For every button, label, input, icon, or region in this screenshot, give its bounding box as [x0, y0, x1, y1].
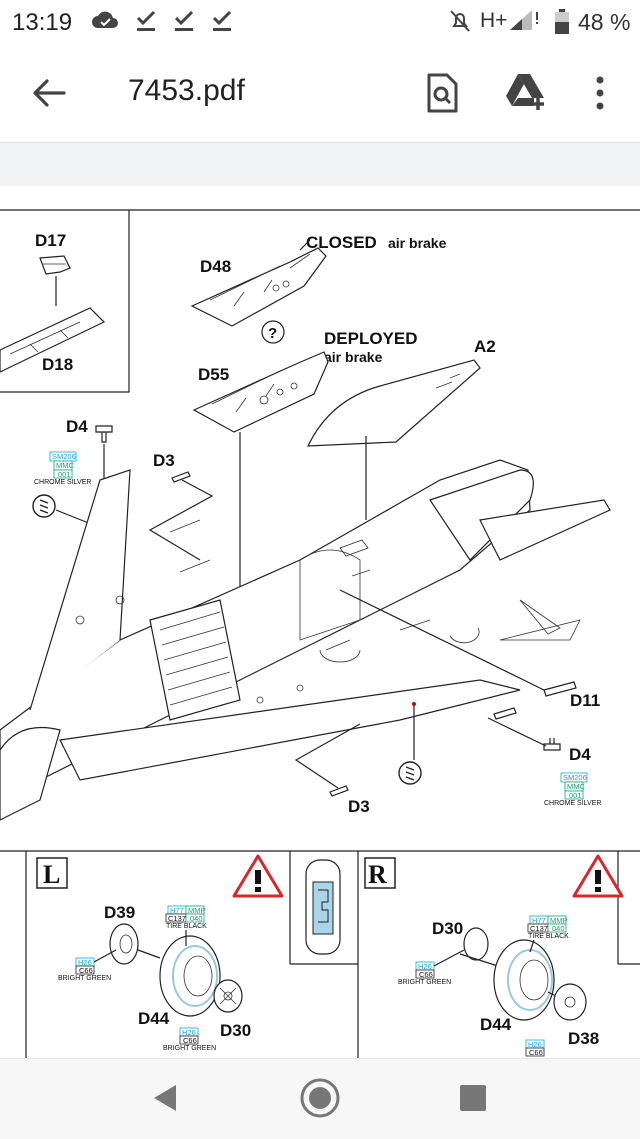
status-bar: 13:19 H+ 48 % — [0, 0, 640, 44]
label-d3-bottom: D3 — [348, 797, 370, 816]
part-d18 — [0, 307, 106, 373]
paint-chip-tire-left: H77 MMP C137 040 TIRE BLACK — [165, 905, 207, 930]
part-d48 — [190, 247, 327, 327]
instruction-drawing: D17 D18 D48 CLOSED air brake ? DEPLOYED … — [0, 209, 640, 1058]
svg-text:H26: H26 — [182, 1028, 196, 1037]
label-d44-left: D44 — [138, 1009, 170, 1028]
side-label-left: L — [43, 860, 60, 889]
paint-chip-chrome-top: SM206 MMC 001 CHROME SILVER — [34, 451, 91, 486]
svg-text:MMP: MMP — [188, 906, 206, 915]
warning-triangle-icon — [232, 854, 284, 898]
svg-text:001: 001 — [569, 791, 582, 800]
warning-triangle-icon — [572, 854, 624, 898]
svg-text:C66: C66 — [79, 966, 93, 975]
svg-text:TIRE BLACK: TIRE BLACK — [166, 923, 207, 930]
download-done-icon — [174, 10, 194, 31]
cloud-check-icon — [92, 11, 118, 28]
nav-back-icon[interactable] — [148, 1081, 180, 1115]
nav-home-icon[interactable] — [299, 1077, 341, 1119]
battery-level: 48 % — [578, 9, 631, 35]
svg-text:air brake: air brake — [324, 349, 383, 365]
sanding-icon-left — [32, 494, 56, 518]
paint-chip-tire-right: H77 MMP C137 040 TIRE BLACK — [527, 915, 569, 940]
svg-text:C137: C137 — [530, 924, 548, 933]
download-done-icon — [136, 10, 156, 31]
strut-detail — [305, 859, 341, 955]
svg-text:BRIGHT GREEN: BRIGHT GREEN — [398, 979, 451, 986]
svg-text:MMP: MMP — [550, 916, 568, 925]
label-a2: A2 — [474, 337, 496, 356]
label-d11: D11 — [570, 691, 600, 710]
left-tire — [159, 935, 221, 1017]
sanding-icon-bottom — [398, 761, 422, 785]
svg-text:TIRE BLACK: TIRE BLACK — [528, 933, 569, 940]
nav-recents-icon[interactable] — [458, 1083, 488, 1113]
svg-text:MMC: MMC — [567, 782, 585, 791]
arrow-back-icon[interactable] — [30, 74, 68, 112]
paint-chip-green-left-b: H26 C66 BRIGHT GREEN — [163, 1027, 216, 1052]
svg-text:C66: C66 — [183, 1036, 197, 1045]
inset-frame — [0, 210, 130, 393]
find-in-document-icon[interactable] — [424, 72, 460, 114]
clock: 13:19 — [12, 9, 73, 36]
mute-icon — [450, 10, 470, 32]
page-gap-band — [0, 142, 640, 187]
svg-text:DEPLOYED: DEPLOYED — [324, 329, 418, 348]
download-done-icon — [212, 10, 232, 31]
add-to-drive-icon[interactable] — [504, 70, 550, 112]
svg-text:SM206: SM206 — [563, 773, 587, 782]
svg-text:CHROME SILVER: CHROME SILVER — [34, 479, 91, 486]
svg-text:BRIGHT GREEN: BRIGHT GREEN — [58, 975, 111, 982]
label-d30-left: D30 — [220, 1021, 251, 1040]
svg-text:MMC: MMC — [56, 461, 74, 470]
svg-text:001: 001 — [58, 470, 71, 479]
label-d17: D17 — [35, 231, 66, 250]
label-d30-right: D30 — [432, 919, 463, 938]
more-vert-icon[interactable] — [590, 74, 610, 112]
svg-text:?: ? — [268, 325, 277, 342]
svg-text:C66: C66 — [529, 1048, 543, 1057]
svg-text:CHROME SILVER: CHROME SILVER — [544, 800, 601, 807]
network-type: H+ — [480, 9, 508, 32]
svg-text:H26: H26 — [78, 958, 92, 967]
svg-text:BRIGHT GREEN: BRIGHT GREEN — [163, 1045, 216, 1052]
paint-chip-green-left-a: H26 C66 BRIGHT GREEN — [58, 957, 111, 982]
part-a2 — [307, 359, 481, 447]
label-d38-right: D38 — [568, 1029, 599, 1048]
svg-text:040: 040 — [552, 924, 565, 933]
svg-text:040: 040 — [190, 914, 203, 923]
label-d44-right: D44 — [480, 1015, 512, 1034]
paint-chip-green-right-b: H26 C66 — [525, 1039, 545, 1057]
svg-text:CLOSED: CLOSED — [306, 233, 377, 252]
document-title: 7453.pdf — [128, 74, 245, 107]
svg-text:H77: H77 — [170, 906, 184, 915]
label-d4-top: D4 — [66, 417, 88, 436]
side-label-right: R — [368, 860, 387, 889]
svg-text:C66: C66 — [419, 970, 433, 979]
label-d18: D18 — [42, 355, 73, 374]
label-d55: D55 — [198, 365, 229, 384]
svg-text:C137: C137 — [168, 914, 186, 923]
right-tire — [493, 939, 555, 1021]
svg-text:air brake: air brake — [388, 235, 447, 251]
paint-chip-chrome-bottom: SM206 MMC 001 CHROME SILVER — [544, 772, 601, 807]
label-d48: D48 — [200, 257, 231, 276]
label-d3-top: D3 — [153, 451, 175, 470]
label-d39-left: D39 — [104, 903, 135, 922]
paint-chip-green-right-a: H26 C66 BRIGHT GREEN — [398, 961, 451, 986]
label-d4-bottom: D4 — [569, 745, 591, 764]
system-nav-bar — [0, 1058, 640, 1139]
part-d55 — [192, 351, 329, 433]
app-bar: 7453.pdf — [0, 44, 640, 142]
svg-text:H77: H77 — [532, 916, 546, 925]
svg-text:SM206: SM206 — [52, 452, 76, 461]
svg-text:H26: H26 — [418, 962, 432, 971]
signal-icon — [510, 10, 538, 30]
svg-text:H26: H26 — [528, 1040, 542, 1049]
pdf-viewer[interactable]: D17 D18 D48 CLOSED air brake ? DEPLOYED … — [0, 186, 640, 1058]
battery-icon — [555, 9, 569, 34]
airframe — [0, 459, 611, 821]
